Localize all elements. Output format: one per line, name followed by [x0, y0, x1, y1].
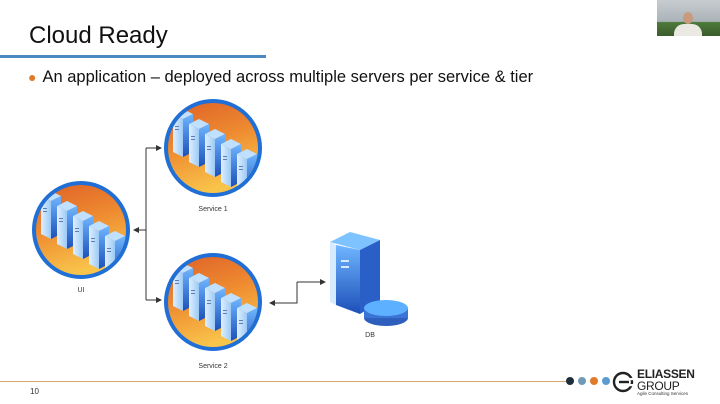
- bullet-text: An application – deployed across multipl…: [42, 68, 534, 86]
- title-underline: [0, 55, 266, 58]
- slide-title: Cloud Ready: [29, 22, 168, 49]
- brand-dot: [602, 377, 610, 385]
- brand-dot: [566, 377, 574, 385]
- page-number: 10: [30, 387, 39, 396]
- company-logo: ELIASSEN GROUP Agile Consulting Services: [612, 368, 695, 397]
- logo-mark-icon: [612, 372, 634, 393]
- node-label-service-1: Service 1: [198, 206, 228, 213]
- node-label-db: DB: [365, 332, 375, 339]
- presenter-video-icon: [657, 0, 720, 36]
- bullet-item: ● An application – deployed across multip…: [28, 68, 533, 87]
- node-service-2: [166, 255, 260, 351]
- node-label-ui: UI: [77, 287, 85, 294]
- brand-dot: [590, 377, 598, 385]
- footer-divider: [0, 381, 566, 382]
- logo-line-2: GROUP: [637, 379, 680, 393]
- logo-line-1: ELIASSEN: [637, 367, 695, 381]
- connector-service2-db: [269, 279, 326, 306]
- logo-tagline: Agile Consulting Services: [637, 391, 689, 396]
- node-service-1: [166, 101, 260, 197]
- database-server-icon: [330, 232, 408, 326]
- connector-ui-services: [133, 145, 162, 303]
- brand-dots: [566, 377, 610, 385]
- brand-dot: [578, 377, 586, 385]
- node-label-service-2: Service 2: [198, 363, 228, 370]
- bullet-icon: ●: [28, 69, 37, 85]
- node-ui: [34, 183, 128, 279]
